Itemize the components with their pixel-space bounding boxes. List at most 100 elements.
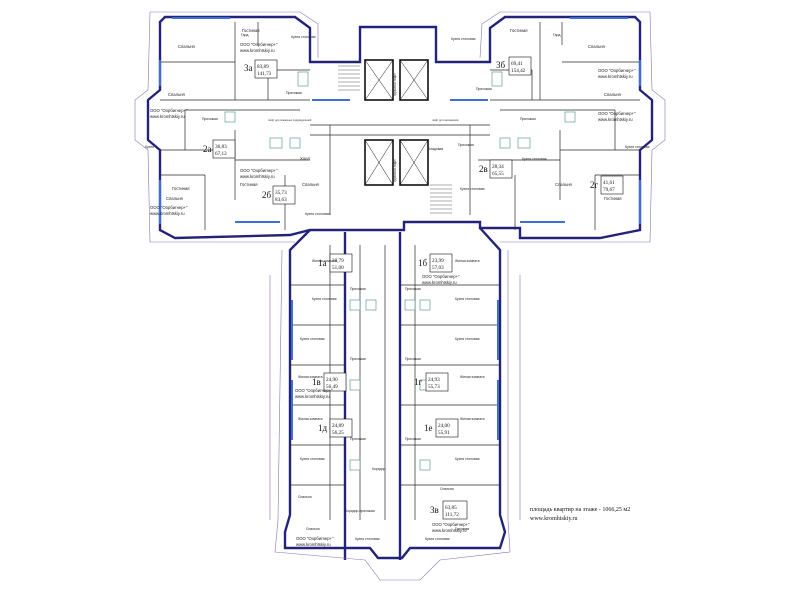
company-site: www.kromhtskiy.ru [598, 74, 633, 79]
unit-area-living: 36,83 [215, 144, 227, 150]
room-label: Спальня [588, 44, 605, 49]
room-label: Прихожая [350, 437, 366, 441]
company-stamp-right: ООО "Оорбигнер+" www.kromhtskiy.ru [598, 111, 636, 122]
room-label: Жилая комната [460, 375, 485, 379]
company-name: ООО "Оорбигнер+" [422, 274, 460, 279]
company-site: www.kromhtskiy.ru [150, 114, 185, 119]
unit-area-total: 141,73 [257, 71, 272, 77]
room-label: Гостиная [604, 196, 622, 201]
unit-marker-1a: 1а 20,79 51,00 [318, 253, 353, 273]
lift-label: грузовой лифт [393, 159, 397, 182]
unit-number: 2в [479, 164, 488, 174]
room-label: Прихожая [458, 143, 474, 147]
room-label: Прихожая [350, 287, 366, 291]
room-label: Кухня столовая [300, 457, 325, 461]
lift-label: лифт для пожарных подразделений [268, 118, 312, 122]
room-label: Жилая комната [455, 259, 480, 263]
unit-area-living: 24,89 [332, 423, 344, 429]
room-label: Гард. [553, 33, 561, 37]
unit-number: 1е [424, 423, 433, 433]
unit-marker-2g: 2г 41,61 79,67 [590, 175, 624, 195]
unit-area-total: 55,91 [438, 430, 450, 436]
bathroom-fixtures [224, 71, 576, 471]
unit-area-total: 56,25 [332, 430, 344, 436]
unit-number: 2а [203, 144, 212, 154]
lift-label: лифт для пассажиров [432, 118, 459, 122]
company-site: www.kromhtskiy.ru [240, 174, 275, 179]
room-label: Кухня столовая [460, 187, 485, 191]
unit-area-total: 56,49 [326, 384, 338, 390]
room-label: Прихожая [202, 117, 218, 121]
room-label: Жилая комната [298, 417, 323, 421]
room-label: Спальня [555, 182, 572, 187]
room-label: Кухня столовая [355, 537, 380, 541]
room-label: Спальня [604, 92, 621, 97]
company-site: www.kromhtskiy.ru [240, 48, 275, 53]
unit-marker-3a: 3а 83,89 141,73 [244, 59, 278, 79]
room-label: Прихожая [405, 437, 421, 441]
unit-area-total: 51,00 [332, 265, 344, 271]
window-walls [159, 17, 641, 440]
unit-number: 3а [244, 63, 253, 73]
lift-label: грузовой лифт [393, 73, 397, 96]
room-label: Спальня [440, 487, 454, 491]
room-label: Кладовая [428, 147, 443, 151]
company-name: ООО "Оорбигнер+" [296, 536, 334, 541]
unit-number: 1в [312, 377, 321, 387]
interior-walls [160, 22, 640, 230]
room-label: Спальня [302, 182, 319, 187]
company-stamp-bottom-left: ООО "Оорбигнер+" www.kromhtskiy.ru [296, 536, 334, 547]
unit-marker-1g: 1г 24,93 55,73 [414, 372, 449, 392]
unit-marker-1b: 1б 23,99 57,03 [418, 253, 453, 273]
room-label: Кухня столовая [305, 212, 330, 216]
company-name: ООО "Оорбигнер+" [598, 68, 636, 73]
company-stamp-3a: ООО "Оорбигнер+" www.kromhtskiy.ru [240, 42, 278, 53]
room-label: Спальня [168, 92, 185, 97]
unit-marker-3v: 3в 63,85 111,72 [430, 500, 468, 520]
room-label: Кухня столовая [300, 337, 325, 341]
unit-area-living: 24,00 [438, 423, 450, 429]
unit-area-total: 67,12 [215, 151, 227, 157]
room-label: Кухня столовая [312, 297, 337, 301]
unit-area-total: 154,42 [511, 68, 526, 74]
room-label: Холл [300, 156, 310, 161]
room-label: Прихожая [286, 91, 302, 95]
unit-area-total: 83,63 [275, 197, 287, 203]
room-label: Прихожая [476, 87, 492, 91]
unit-area-living: 28,34 [492, 164, 504, 170]
company-name: ООО "Оорбигнер+" [432, 522, 470, 527]
unit-number: 3б [496, 60, 506, 70]
unit-marker-1e: 1е 24,00 55,91 [424, 418, 459, 438]
company-name: ООО "Оорбигнер+" [150, 205, 188, 210]
room-label: Спальня [166, 196, 183, 201]
company-name: ООО "Оорбигнер+" [240, 42, 278, 47]
company-name: ООО "Оорбигнер+" [598, 111, 636, 116]
unit-number: 1б [418, 258, 428, 268]
unit-number: 1д [318, 423, 328, 433]
room-label: Жилая комната [460, 417, 485, 421]
unit-number: 2г [590, 180, 599, 190]
company-site: www.kromhtskiy.ru [432, 528, 467, 533]
unit-area-living: 83,89 [257, 64, 269, 70]
room-label: Прихожая [405, 287, 421, 291]
company-site: www.kromhtskiy.ru [422, 280, 457, 285]
room-label: Жилая комната [312, 259, 337, 263]
room-label: Коридор-прихожая [345, 509, 375, 513]
unit-area-living: 41,61 [603, 180, 615, 186]
room-label: Кухня столовая [455, 297, 480, 301]
unit-number: 3в [430, 505, 439, 515]
room-label: Жилая комната [298, 375, 323, 379]
tower-partitions [290, 245, 500, 520]
room-label: Гостиная [240, 182, 258, 187]
unit-area-total: 65,55 [492, 171, 504, 177]
room-label: Гард. [241, 33, 249, 37]
room-label: Кухня столовая [291, 35, 316, 39]
company-name: ООО "Оорбигнер+" [150, 108, 188, 113]
unit-area-total: 55,73 [428, 384, 440, 390]
unit-area-living: 24,90 [326, 377, 338, 383]
unit-area-living: 23,99 [432, 258, 444, 264]
floor-area-note: площадь квартир на этаже - 1066,25 м2 [530, 507, 630, 513]
floor-website: www.kromhtskiy.ru [530, 516, 578, 522]
room-label: Гостиная [242, 28, 260, 33]
